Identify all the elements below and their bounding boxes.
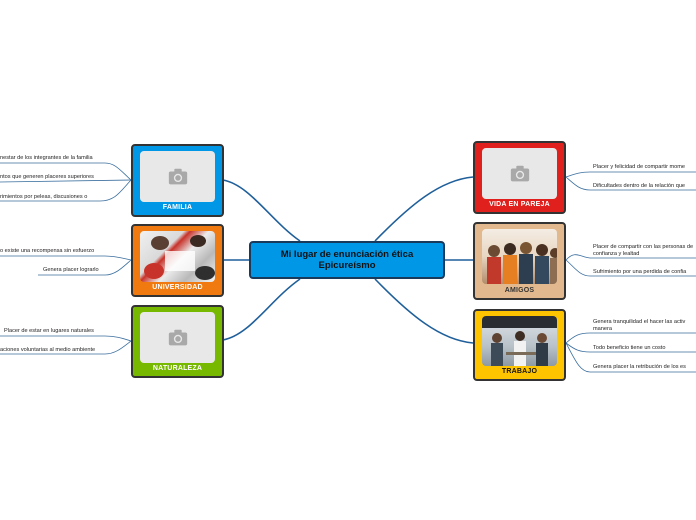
leaf-trabajo-3: Genera placer la retribución de los es: [593, 364, 686, 370]
leaf-universidad-1: o existe una recompensa sin esfuerzo: [0, 248, 95, 254]
leaf-universidad-2: Genera placer lograrlo: [43, 267, 99, 273]
node-familia[interactable]: FAMILIA: [131, 144, 224, 217]
central-topic-title: Mi lugar de enunciación ética Epicureísm…: [280, 249, 414, 271]
universidad-photo: [140, 231, 215, 282]
central-topic[interactable]: Mi lugar de enunciación ética Epicureísm…: [249, 241, 445, 279]
node-trabajo[interactable]: TRABAJO: [473, 309, 566, 381]
leaf-naturaleza-1: Placer de estar en lugares naturales: [4, 328, 94, 334]
node-label: FAMILIA: [162, 204, 193, 211]
trabajo-photo: [482, 316, 557, 366]
camera-icon: [510, 165, 529, 181]
leaf-vida-pareja-2: Dificultades dentro de la relación que: [593, 183, 686, 189]
leaf-familia-2: ntos que generen placeres superiores: [0, 174, 94, 180]
leaf-amigos-2: Sufrimiento por una perdida de confia: [593, 269, 687, 275]
leaf-trabajo-2: Todo beneficio tiene un costo: [593, 345, 666, 351]
leaf-vida-pareja-1: Placer y felicidad de compartir mome: [593, 164, 686, 170]
node-amigos[interactable]: AMIGOS: [473, 222, 566, 300]
office-team-illustration: [482, 316, 557, 366]
node-label: TRABAJO: [501, 368, 538, 375]
image-placeholder: [140, 312, 215, 363]
node-vida-en-pareja[interactable]: VIDA EN PAREJA: [473, 141, 566, 214]
leaf-amigos-1: Placer de compartir con las personas de …: [593, 244, 694, 257]
leaf-familia-1: nestar de los integrantes de la familia: [0, 155, 93, 161]
node-label: AMIGOS: [504, 287, 535, 294]
people-at-table-illustration: [144, 235, 215, 280]
node-label: UNIVERSIDAD: [152, 284, 203, 291]
leaf-familia-3: rimientos por peleas, discusiones o: [0, 194, 88, 200]
leaf-trabajo-1: Genera tranquilidad el hacer las activ m…: [593, 319, 686, 332]
leaf-naturaleza-2: aciones voluntarias al medio ambiente: [0, 347, 96, 353]
image-placeholder: [482, 148, 557, 199]
camera-icon: [168, 168, 187, 184]
node-universidad[interactable]: UNIVERSIDAD: [131, 224, 224, 297]
friends-group-illustration: [487, 242, 557, 284]
camera-icon: [168, 329, 187, 345]
node-label: NATURALEZA: [152, 365, 203, 372]
node-label: VIDA EN PAREJA: [489, 201, 550, 208]
amigos-photo: [482, 229, 557, 284]
image-placeholder: [140, 151, 215, 202]
node-naturaleza[interactable]: NATURALEZA: [131, 305, 224, 378]
